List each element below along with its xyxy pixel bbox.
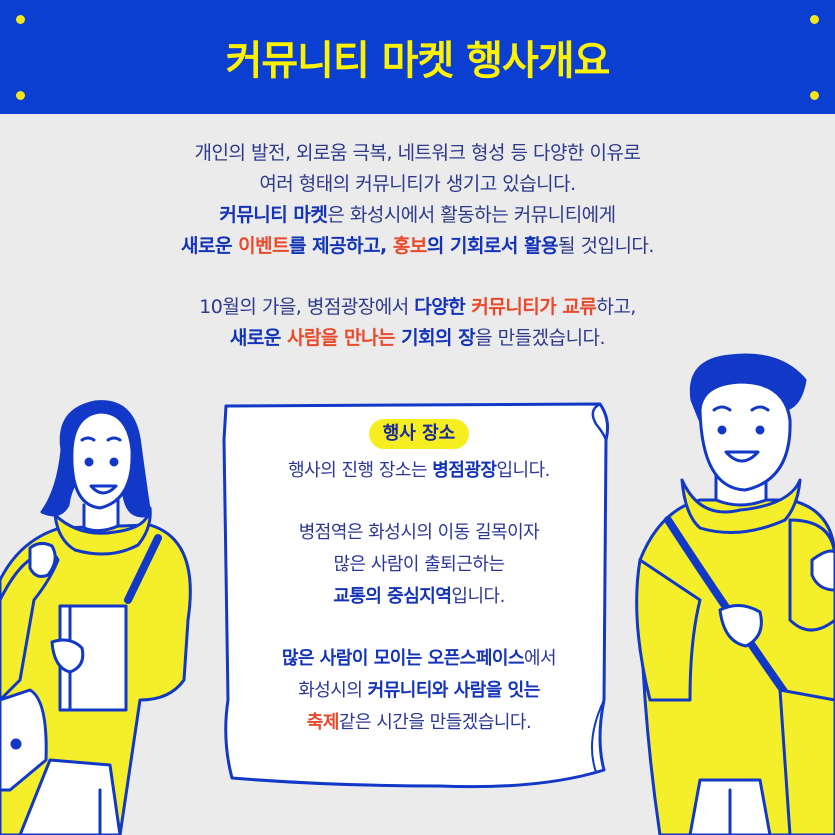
intro-line: 여러 형태의 커뮤니티가 생기고 있습니다. [0, 169, 835, 200]
text-segment: 의 기회로서 활용 [426, 235, 559, 257]
text-segment: 입니다. [451, 586, 505, 607]
text-segment: 커뮤니티 [367, 680, 433, 701]
text-segment: 커뮤니티 마켓 [219, 204, 328, 226]
venue-line: 행사의 진행 장소는 병점광장입니다. [228, 455, 610, 487]
woman-illustration [0, 400, 192, 835]
text-segment: 될 것입니다. [557, 235, 654, 257]
text-segment: 축제 [306, 712, 340, 733]
venue-line: 축제같은 시간을 만들겠습니다. [228, 707, 610, 739]
venue-line: 많은 사람이 모이는 오픈스페이스에서 [228, 643, 610, 675]
text-segment: 개인의 발전, 외로움 극복, 네트워크 형성 등 다양한 이유로 [194, 142, 641, 164]
intro-line: 커뮤니티 마켓은 화성시에서 활동하는 커뮤니티에게 [0, 200, 835, 231]
corner-dot [810, 91, 819, 100]
venue-badge: 행사 장소 [368, 419, 470, 449]
text-segment: 하고, [596, 296, 636, 318]
text-segment: 은 화성시에서 활동하는 커뮤니티에게 [327, 204, 616, 226]
intro-line: 10월의 가을, 병점광장에서 다양한 커뮤니티가 교류하고, [0, 292, 835, 323]
text-segment: 이벤트 [238, 235, 290, 257]
text-segment: 많은 사람이 출퇴근하는 [333, 554, 505, 575]
venue-line: 많은 사람이 출퇴근하는 [228, 549, 610, 581]
venue-line: 화성시의 커뮤니티와 사람을 잇는 [228, 675, 610, 707]
text-segment: 화성시의 [298, 680, 368, 701]
text-segment: 와 사람을 잇는 [431, 680, 540, 701]
text-segment: 커뮤니티가 교류 [471, 296, 597, 318]
text-segment: 여러 형태의 커뮤니티가 생기고 있습니다. [259, 173, 576, 195]
man-illustration [635, 353, 835, 835]
text-segment: 새로운 [181, 235, 239, 257]
paper-note [222, 402, 609, 789]
text-segment: 을 만들겠습니다. [475, 327, 606, 349]
text-segment: 교통의 중심지역 [333, 586, 452, 607]
intro-line: 새로운 이벤트를 제공하고, 홍보의 기회로서 활용될 것입니다. [0, 231, 835, 262]
text-segment: 병점역은 화성시의 이동 길목이자 [298, 522, 540, 543]
text-segment: 병점광장 [432, 460, 497, 481]
spacer [228, 487, 610, 517]
venue-card: 행사 장소 행사의 진행 장소는 병점광장입니다.병점역은 화성시의 이동 길목… [228, 418, 610, 739]
text-segment: 행사의 진행 장소는 [288, 460, 433, 481]
corner-dot [16, 15, 25, 24]
page-title: 커뮤니티 마켓 행사개요 [225, 38, 611, 84]
text-segment: 를 제공하고, [289, 235, 393, 257]
text-segment: 에서 [524, 648, 557, 669]
intro-line: 개인의 발전, 외로움 극복, 네트워크 형성 등 다양한 이유로 [0, 138, 835, 169]
text-segment: 많은 사람이 모이는 오픈스페이스 [281, 648, 525, 669]
text-segment: 같은 시간을 만들겠습니다. [338, 712, 532, 733]
text-segment: 기회의 장 [394, 327, 476, 349]
text-segment: 다양한 [414, 296, 472, 318]
text-segment: 홍보 [392, 235, 427, 257]
text-segment: 새로운 [229, 327, 287, 349]
header-banner: 커뮤니티 마켓 행사개요 [0, 0, 835, 114]
corner-dot [810, 15, 819, 24]
venue-line: 교통의 중심지역입니다. [228, 581, 610, 613]
text-segment: 사람을 만나는 [286, 327, 396, 349]
text-segment: 입니다. [496, 460, 551, 481]
spacer [228, 613, 610, 643]
intro-line: 새로운 사람을 만나는 기회의 장을 만들겠습니다. [0, 323, 835, 354]
text-segment: 10월의 가을, 병점광장에서 [199, 296, 415, 318]
corner-dot [16, 91, 25, 100]
venue-line: 병점역은 화성시의 이동 길목이자 [228, 517, 610, 549]
